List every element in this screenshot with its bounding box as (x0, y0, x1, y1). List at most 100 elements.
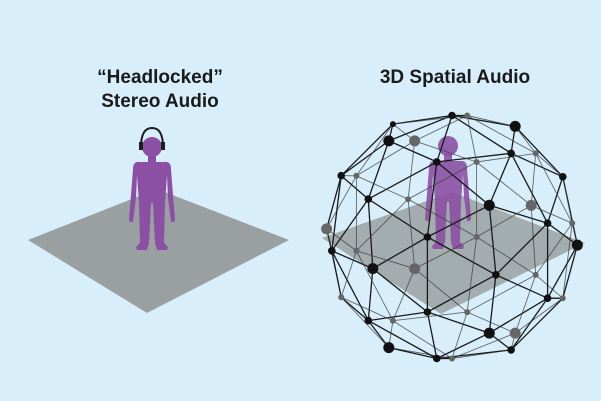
sphere-edge (510, 152, 564, 178)
sphere-edge (341, 296, 394, 322)
sphere-edge (427, 311, 490, 334)
floor-plane-right (322, 192, 585, 314)
sphere-edge (407, 161, 477, 200)
sphere-edge (392, 115, 468, 125)
sphere-node (507, 346, 515, 354)
sphere-edge (514, 297, 564, 334)
left-title-line2: Stereo Audio (101, 91, 219, 112)
sphere-edge (451, 114, 512, 154)
sphere-node (464, 112, 471, 119)
sphere-edge (466, 115, 478, 163)
headphones-icon (140, 126, 164, 148)
sphere-node (409, 263, 421, 275)
sphere-edge (356, 140, 415, 177)
sphere-edge (414, 236, 477, 270)
sphere-edge (510, 152, 549, 224)
sphere-edge (407, 199, 416, 269)
sphere-node (448, 111, 456, 120)
sphere-node (525, 199, 537, 211)
sphere-node (464, 309, 471, 316)
sphere-edge (331, 250, 342, 298)
sphere-edge (488, 205, 497, 275)
headphone-right-cup (161, 142, 165, 150)
sphere-edge (367, 320, 390, 348)
sphere-edge (407, 198, 477, 238)
sphere-node (532, 150, 539, 157)
sphere-edge (388, 346, 437, 360)
sphere-edge (356, 250, 394, 321)
sphere-node (543, 294, 552, 303)
sphere-edge (488, 274, 497, 334)
sphere-edge (331, 250, 374, 270)
sphere-edge (436, 332, 490, 360)
sphere-node (423, 233, 432, 241)
sphere-edge (495, 274, 548, 299)
sphere-node (383, 135, 395, 147)
sphere-edge (340, 175, 369, 200)
sphere-edge (436, 349, 512, 360)
sphere-edge (476, 236, 536, 276)
sphere-edge (535, 222, 573, 276)
sphere-node (383, 342, 395, 354)
sphere-node (433, 158, 441, 166)
sphere-edge (510, 297, 564, 351)
sphere-edge (436, 115, 453, 163)
sphere-edge (331, 250, 369, 321)
sphere-node (423, 308, 432, 316)
sphere-edge (356, 198, 409, 252)
sphere-edge (510, 297, 549, 351)
sphere-edge (451, 332, 516, 359)
sphere-node (569, 220, 576, 227)
sphere-node (409, 135, 421, 147)
sphere-node (364, 195, 373, 203)
sphere-edge (414, 140, 477, 163)
sphere-edge (392, 311, 468, 322)
sphere-edge (340, 123, 394, 177)
sphere-edge (467, 311, 516, 334)
sphere-edge (467, 115, 516, 127)
sphere-edge (530, 205, 537, 275)
sphere-edge (476, 205, 532, 238)
sphere-edge (392, 268, 416, 321)
sphere-edge (535, 153, 564, 178)
sphere-node (507, 149, 515, 158)
sphere-edge (436, 152, 512, 163)
sphere-edge (495, 222, 549, 276)
sphere-node (483, 199, 495, 211)
sphere-edge (392, 320, 453, 359)
sphere-node (364, 316, 373, 325)
sphere-node (509, 327, 521, 339)
right-title: 3D Spatial Audio (379, 67, 531, 88)
sphere-edge (407, 140, 416, 200)
sphere-edge (326, 228, 357, 252)
sphere-edge (427, 274, 497, 313)
headphone-left-cup (139, 142, 143, 150)
sphere-edge (436, 161, 490, 206)
sphere-edge (331, 198, 369, 252)
sphere-node (473, 159, 480, 165)
sphere-edge (331, 175, 342, 251)
sphere-edge (530, 153, 537, 206)
sphere-node (328, 247, 336, 255)
sphere-edge (562, 176, 573, 224)
sphere-node (389, 121, 396, 128)
sphere-edge (531, 204, 573, 224)
sphere-edge (388, 114, 453, 142)
sphere-edge (535, 274, 564, 299)
sphere-edge (340, 296, 369, 322)
sphere-node (449, 355, 455, 362)
sphere-edge (488, 153, 512, 206)
sphere-edge (388, 140, 438, 163)
sphere-edge (476, 152, 536, 163)
sphere-edge (546, 176, 564, 224)
sphere-edge (562, 223, 573, 299)
sphere-edge (535, 153, 573, 224)
sphere-edge (414, 268, 468, 313)
sphere-edge (514, 274, 537, 334)
sphere-edge (414, 115, 468, 142)
sphere-node (389, 317, 396, 324)
sphere-node (559, 173, 567, 181)
sphere-node (338, 294, 345, 301)
sphere-edge (325, 175, 342, 230)
